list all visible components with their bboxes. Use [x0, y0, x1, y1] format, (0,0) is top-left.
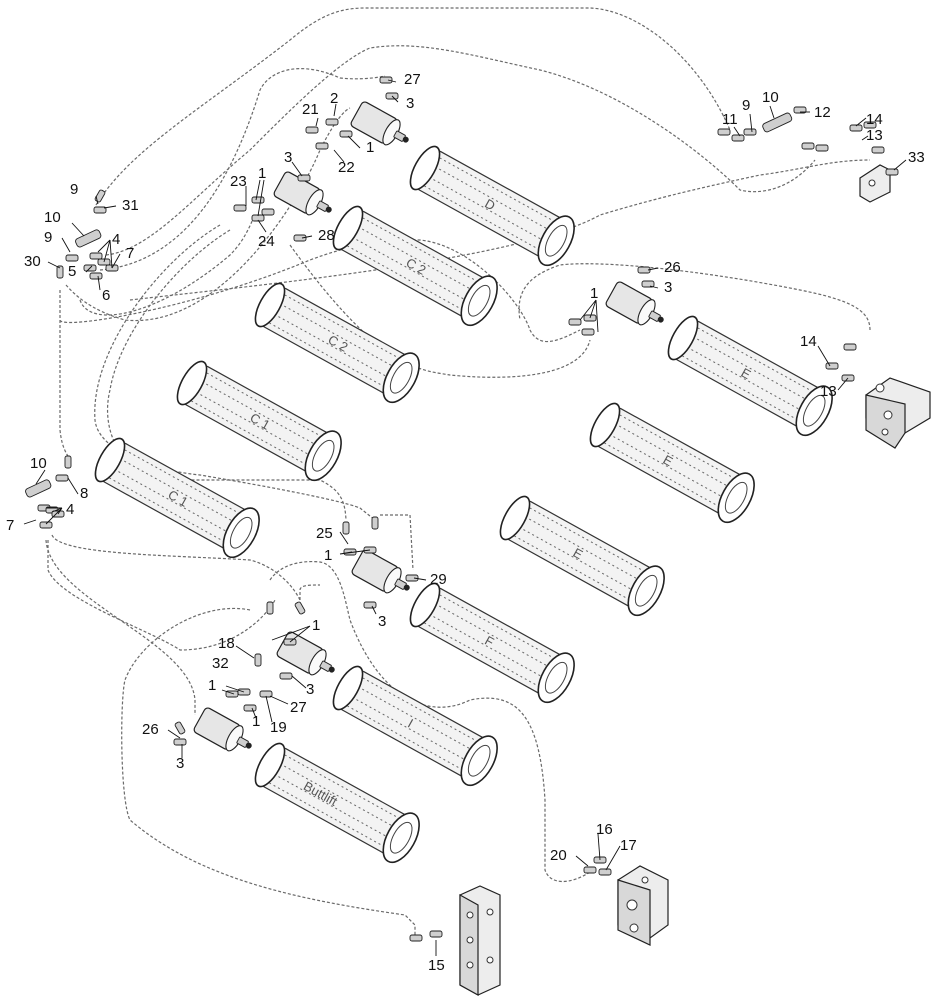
callout-6: 6 — [102, 287, 110, 304]
callout-3: 3 — [306, 681, 314, 698]
callout-3: 3 — [284, 149, 292, 166]
roller-c2-top: C 2 — [325, 198, 506, 332]
callout-21: 21 — [302, 101, 319, 118]
callout-1: 1 — [590, 285, 598, 302]
callout-1: 1 — [258, 165, 266, 182]
manifold-upper-left — [75, 229, 102, 248]
callout-7: 7 — [6, 517, 14, 534]
roller-f: F — [402, 575, 583, 709]
callout-10: 10 — [762, 89, 779, 106]
roller-e-mid: E — [582, 395, 763, 529]
roller-e-low: E — [492, 488, 673, 622]
callout-5: 5 — [68, 263, 76, 280]
manifold-lower-left — [25, 479, 52, 498]
callout-4: 4 — [112, 231, 120, 248]
callout-15: 15 — [428, 957, 445, 974]
valve-block-right — [865, 377, 931, 449]
callout-10: 10 — [44, 209, 61, 226]
callout-7: 7 — [126, 245, 134, 262]
callout-12: 12 — [814, 104, 831, 121]
callout-3: 3 — [176, 755, 184, 772]
roller-i: I — [325, 658, 506, 792]
roller-d: D — [402, 138, 583, 272]
callout-3: 3 — [406, 95, 414, 112]
callout-1: 1 — [312, 617, 320, 634]
callout-labels: 2 27 3 21 1 22 11 9 10 12 14 13 33 3 23 … — [6, 71, 925, 974]
valve-block-top — [859, 164, 891, 203]
callout-31: 31 — [122, 197, 139, 214]
pump-tower — [459, 885, 501, 997]
callout-9: 9 — [70, 181, 78, 198]
callout-1: 1 — [366, 139, 374, 156]
callout-23: 23 — [230, 173, 247, 190]
callout-2: 2 — [330, 90, 338, 107]
callout-1: 1 — [252, 713, 260, 730]
callout-27: 27 — [404, 71, 421, 88]
callout-20: 20 — [550, 847, 567, 864]
motor-buttlift — [192, 706, 259, 761]
callout-10: 10 — [30, 455, 47, 472]
callout-22: 22 — [338, 159, 355, 176]
valve-block-lower — [617, 865, 669, 946]
roller-buttlift: Buttlift — [247, 735, 428, 869]
roller-c2-mid: C 2 — [247, 275, 428, 409]
callout-32: 32 — [212, 655, 229, 672]
callout-13: 13 — [820, 383, 837, 400]
callout-1: 1 — [208, 677, 216, 694]
callout-8: 8 — [80, 485, 88, 502]
callout-14: 14 — [800, 333, 817, 350]
callout-30: 30 — [24, 253, 41, 270]
callout-19: 19 — [270, 719, 287, 736]
callout-13: 13 — [866, 127, 883, 144]
motor-e — [604, 280, 671, 335]
callout-29: 29 — [430, 571, 447, 588]
callout-33: 33 — [908, 149, 925, 166]
callout-24: 24 — [258, 233, 275, 250]
callout-4: 4 — [66, 501, 74, 518]
callout-14: 14 — [866, 111, 883, 128]
roller-c1-low: C 1 — [87, 430, 268, 564]
callout-9: 9 — [44, 229, 52, 246]
callout-26: 26 — [664, 259, 681, 276]
callout-17: 17 — [620, 837, 637, 854]
callout-18: 18 — [218, 635, 235, 652]
callout-9: 9 — [742, 97, 750, 114]
manifold-top-right — [762, 112, 793, 133]
motor-f — [350, 548, 417, 603]
callout-1: 1 — [324, 547, 332, 564]
callout-3: 3 — [378, 613, 386, 630]
callout-3: 3 — [664, 279, 672, 296]
roller-label: I — [405, 716, 415, 731]
callout-26: 26 — [142, 721, 159, 738]
roller-e-right: E — [660, 308, 841, 442]
callout-25: 25 — [316, 525, 333, 542]
callout-16: 16 — [596, 821, 613, 838]
leader-lines — [23, 79, 907, 956]
callout-27: 27 — [290, 699, 307, 716]
callout-11: 11 — [722, 111, 738, 128]
roller-c1-mid: C 1 — [169, 353, 350, 487]
callout-28: 28 — [318, 227, 335, 244]
